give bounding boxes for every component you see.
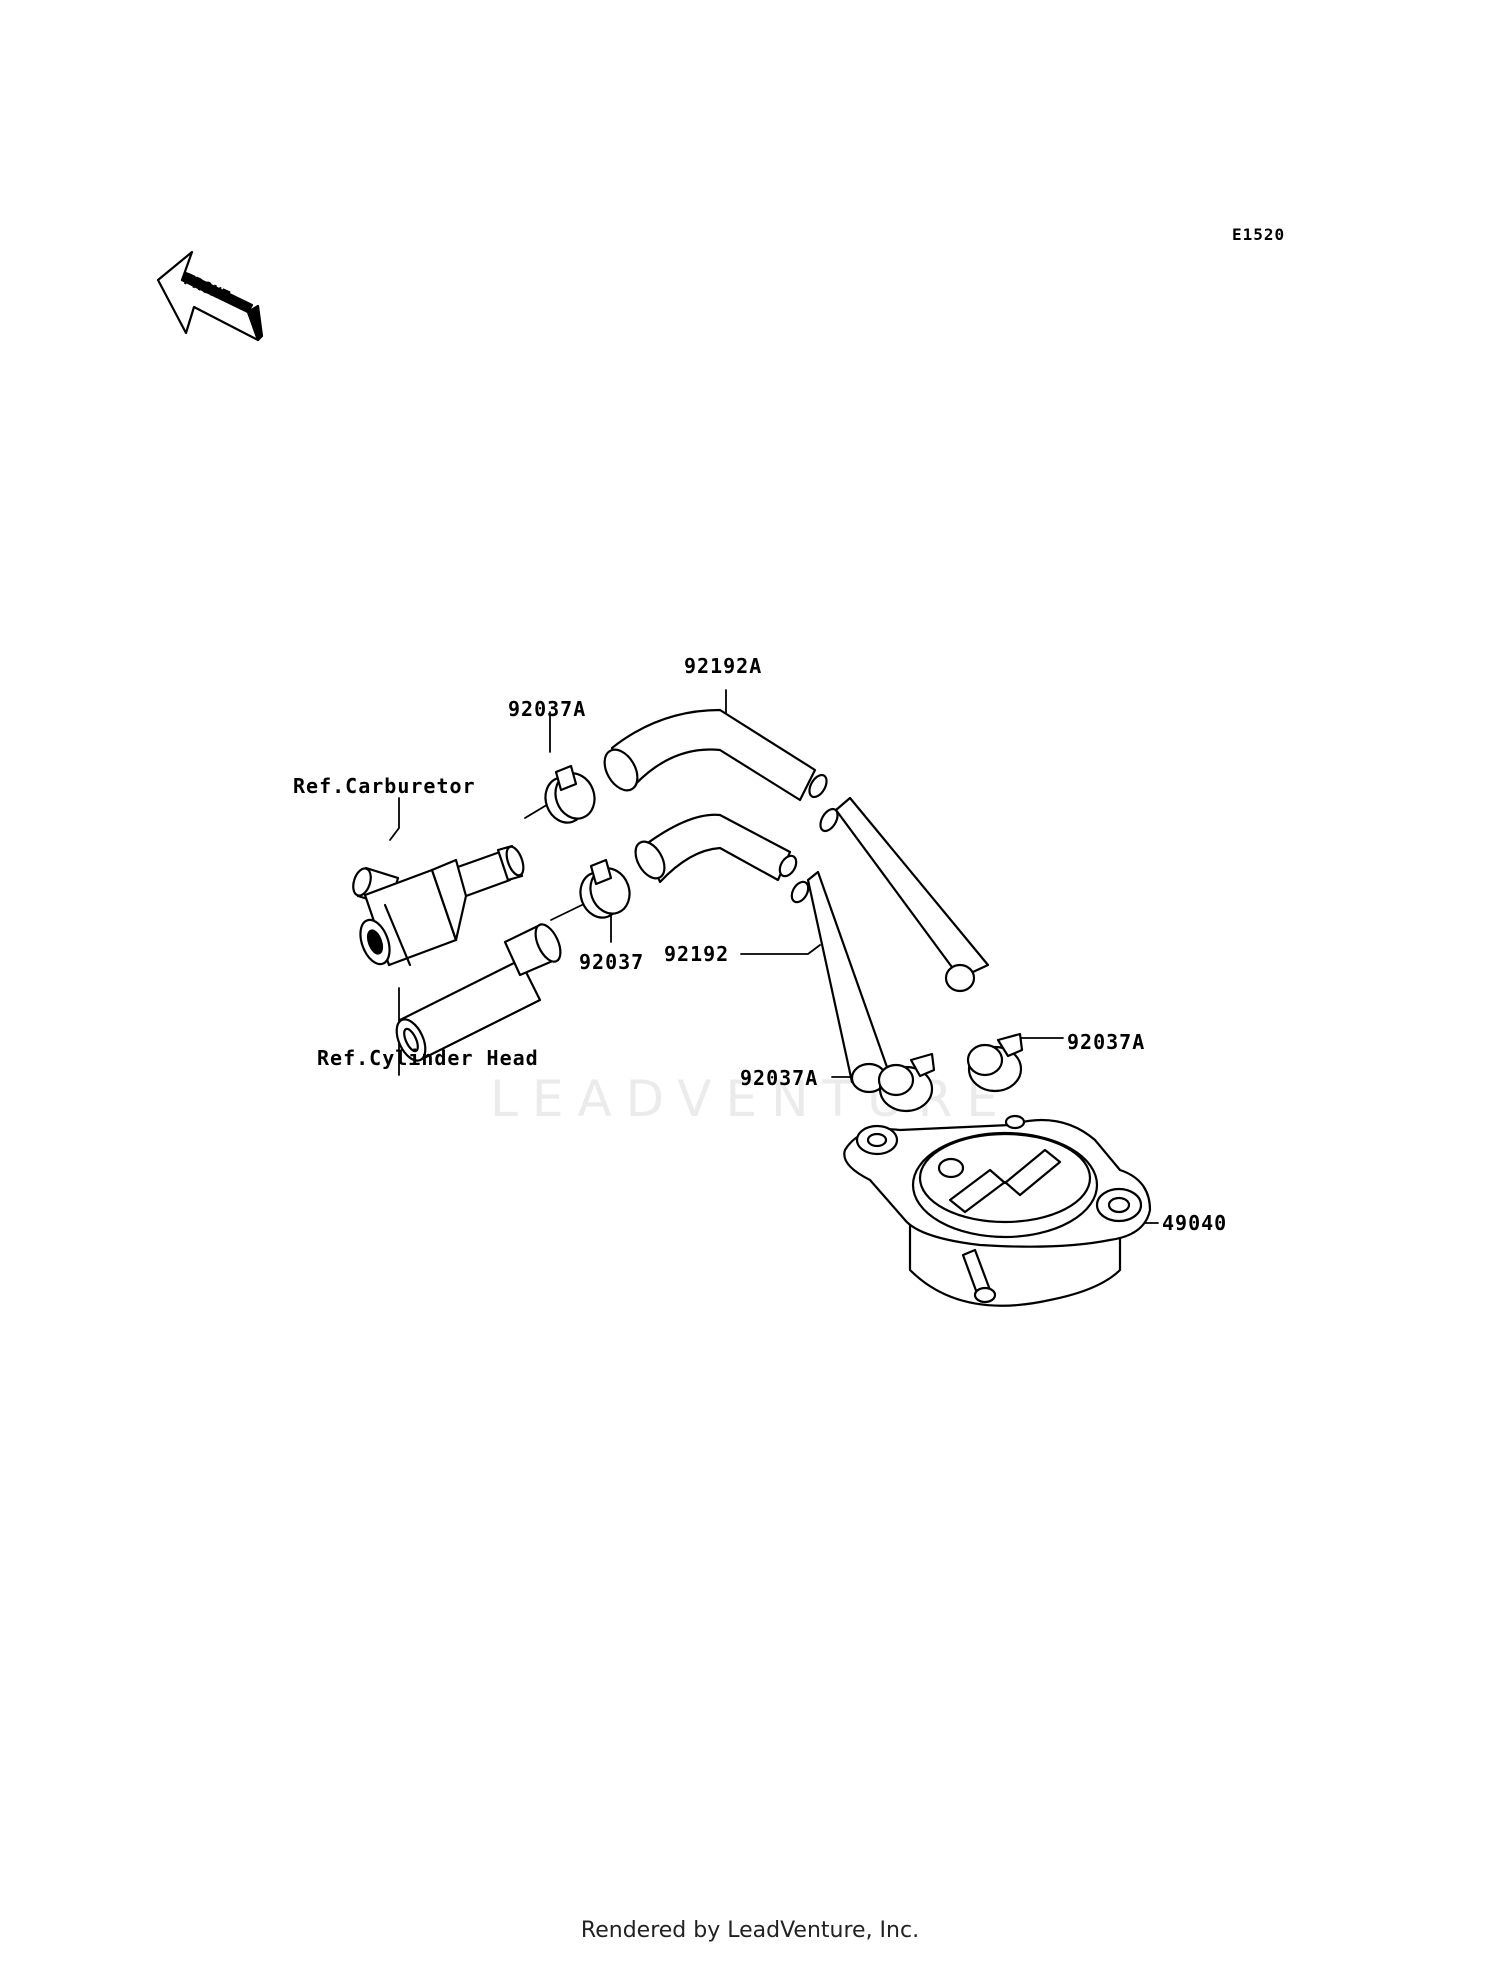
fuel-pump-49040 xyxy=(843,1114,1152,1307)
diagram-code: E1520 xyxy=(1232,225,1286,244)
label-ref-cylinder-head: Ref.Cylinder Head xyxy=(317,1046,539,1070)
label-49040[interactable]: 49040 xyxy=(1162,1211,1228,1235)
hose-92192A xyxy=(603,708,990,993)
clamp-92037A-left xyxy=(877,1052,936,1113)
front-arrow-icon: FRONT xyxy=(156,250,264,342)
label-92192[interactable]: 92192 xyxy=(664,942,730,966)
cylinder-head-pipe xyxy=(395,923,562,1062)
clamp-92037A-upper xyxy=(544,764,596,824)
label-92192A[interactable]: 92192A xyxy=(684,654,763,678)
label-92037A-upper[interactable]: 92037A xyxy=(508,697,587,721)
hose-92192 xyxy=(634,813,890,1094)
label-ref-carburetor: Ref.Carburetor xyxy=(293,774,476,798)
carburetor-fitting xyxy=(352,844,525,967)
footer-credit: Rendered by LeadVenture, Inc. xyxy=(580,1918,920,1943)
label-92037A-left[interactable]: 92037A xyxy=(740,1066,819,1090)
label-92037A-right[interactable]: 92037A xyxy=(1067,1030,1146,1054)
label-92037[interactable]: 92037 xyxy=(579,950,645,974)
clamp-92037-middle xyxy=(579,858,631,919)
clamp-92037A-right xyxy=(966,1032,1024,1093)
